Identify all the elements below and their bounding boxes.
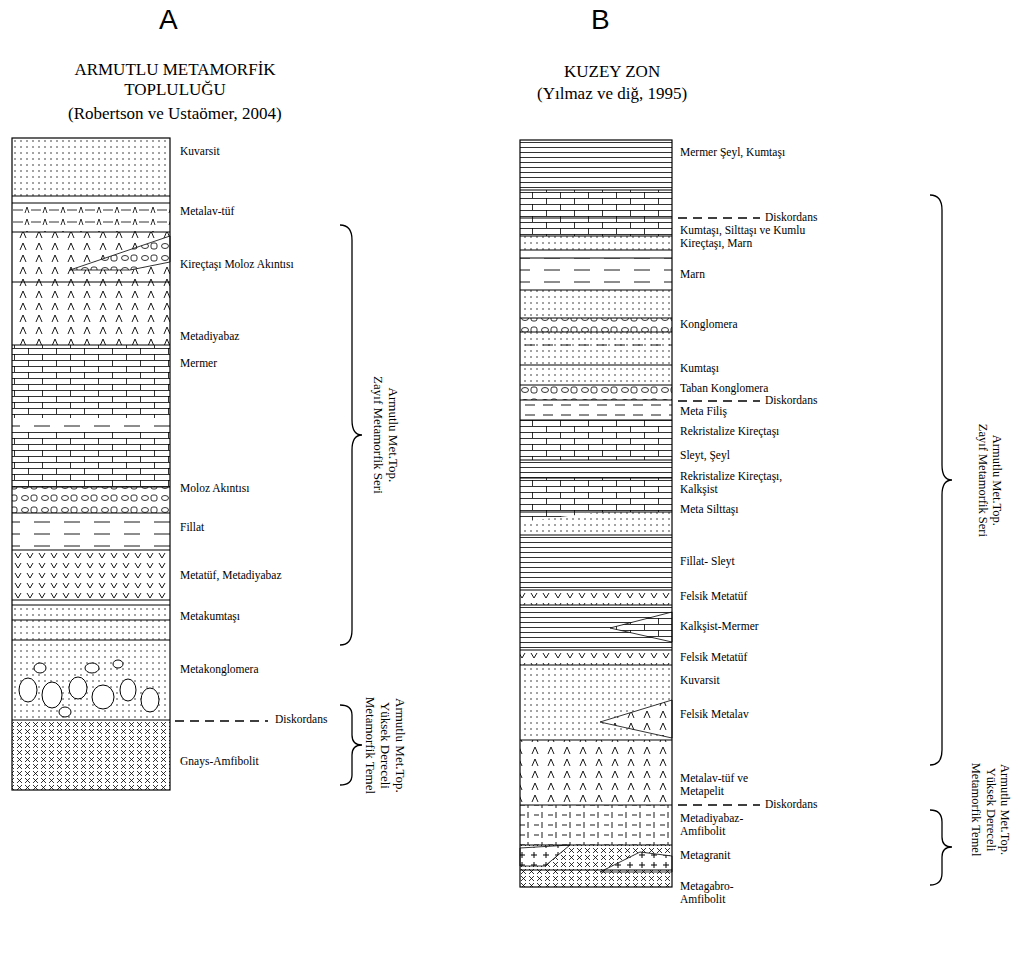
layer-label: Metakonglomera — [180, 663, 259, 676]
column-heading: ARMUTLU METAMORFİK TOPLULUĞU — [50, 60, 300, 99]
layer-label: Metagabro-Amfibolit — [680, 880, 752, 906]
layer-label: Felsik Metalav — [680, 708, 749, 721]
layer-label: Mermer — [180, 357, 217, 370]
unit-label: Armutlu Met.Top. Yüksek Dereceli Metamor… — [968, 751, 1011, 869]
layer-label: Diskordans — [765, 798, 817, 811]
column-heading: B — [591, 4, 610, 36]
unit-label: Armutlu Met.Top. Zayıf Metamorfik Seri — [976, 421, 1005, 539]
layer-label: Meta Filiş — [680, 405, 727, 418]
layer-label: Rekristalize Kireçtaşı, Kalkşist — [680, 470, 805, 496]
column-a — [12, 138, 362, 790]
column-heading: A — [159, 4, 178, 36]
layer-label: Fillat- Sleyt — [680, 555, 735, 568]
layer-label: Metatüf, Metadiyabaz — [180, 569, 282, 582]
layer-label: Diskordans — [275, 713, 327, 726]
layer-label: Kumtaşı, Silttaşı ve Kumlu Kireçtaşı, Ma… — [680, 224, 830, 250]
layer-label: Diskordans — [765, 394, 817, 407]
layer-label: Sleyt, Şeyl — [680, 449, 730, 462]
layer-label: Kalkşist-Mermer — [680, 620, 759, 633]
layer-label: Metalav-tüf ve Metapelit — [680, 772, 780, 798]
layer-label: Taban Konglomera — [680, 382, 768, 395]
layer-label: Metagranit — [680, 849, 730, 862]
layer-label: Kumtaşı — [680, 362, 719, 375]
column-heading: (Yılmaz ve diğ, 1995) — [537, 84, 687, 104]
layer-label: Metadiyabaz-Amfibolit — [680, 812, 762, 838]
layer-label: Metadiyabaz — [180, 330, 239, 343]
layer-label: Felsik Metatüf — [680, 651, 747, 664]
layer-label: Moloz Akıntısı — [180, 482, 249, 495]
unit-label: Armutlu Met.Top. Yüksek Dereceli Metamor… — [363, 686, 408, 804]
layer-label: Gnays-Amfibolit — [180, 755, 259, 768]
layer-label: Mermer Şeyl, Kumtaşı — [680, 146, 785, 159]
column-heading: (Robertson ve Ustaömer, 2004) — [68, 104, 282, 124]
layer-label: Meta Silttaşı — [680, 503, 738, 516]
layer-label: Kuvarsit — [680, 674, 720, 687]
layer-label: Fillat — [180, 521, 204, 534]
layer-label: Konglomera — [680, 318, 737, 331]
column-b — [520, 140, 952, 887]
layer-label: Marn — [680, 268, 705, 281]
layer-label: Diskordans — [765, 211, 817, 224]
layer-label: Felsik Metatüf — [680, 590, 747, 603]
column-heading: KUZEY ZON — [564, 62, 660, 82]
layer-label: Kireçtaşı Moloz Akıntısı — [180, 258, 294, 271]
layer-label: Rekristalize Kireçtaşı — [680, 425, 779, 438]
unit-label: Armutlu Met.Top. Zayıf Metamorfik Seri — [370, 376, 400, 494]
layer-label: Kuvarsit — [180, 145, 220, 158]
layer-label: Metalav-tüf — [180, 205, 234, 218]
layer-label: Metakumtaşı — [180, 610, 240, 623]
